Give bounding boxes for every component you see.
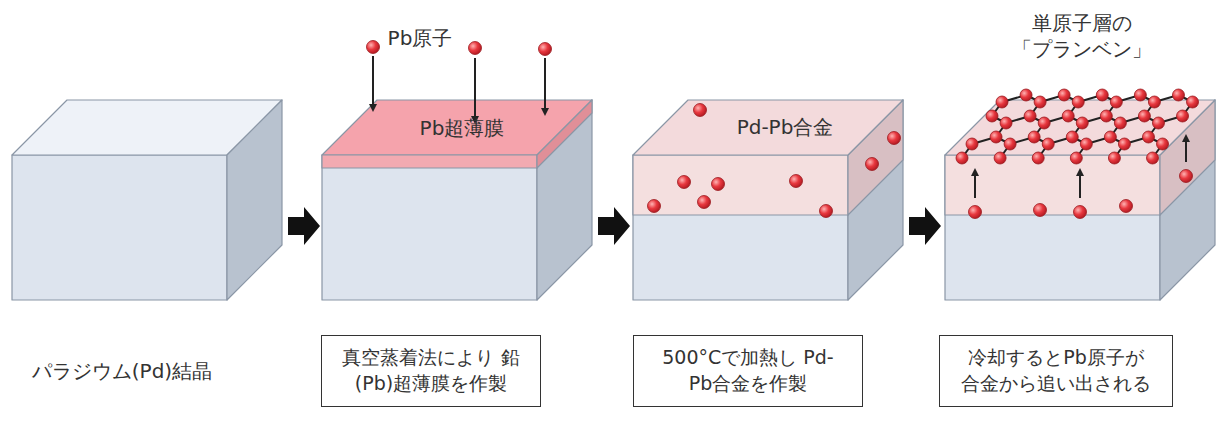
- lattice-atom: [1024, 110, 1036, 122]
- lattice-atom: [1070, 152, 1082, 164]
- lattice-atom: [1034, 96, 1046, 108]
- lattice-atom: [956, 152, 968, 164]
- lattice-atom: [1028, 131, 1040, 143]
- plumbene-lattice: [956, 89, 1199, 164]
- lattice-atom: [1157, 138, 1169, 150]
- step-description: 500°Cで加熱し Pd-Pb合金を作製: [641, 345, 855, 396]
- lattice-atom: [1114, 117, 1126, 129]
- lattice-atom: [1076, 117, 1088, 129]
- lattice-atom: [1032, 152, 1044, 164]
- lattice-atom: [1147, 152, 1159, 164]
- process-box: 500°Cで加熱し Pd-Pb合金を作製: [633, 335, 863, 407]
- lattice-atom: [1118, 138, 1130, 150]
- step-arrow: [288, 207, 941, 245]
- lattice-atom: [966, 138, 978, 150]
- atom-label: Pb原子: [388, 25, 453, 51]
- alloy-cube: [633, 100, 903, 300]
- plumbene-label: 単原子層の 「プランベン」: [1002, 10, 1162, 62]
- lattice-atom: [1134, 89, 1146, 101]
- lattice-atom: [1000, 117, 1012, 129]
- lattice-atom: [1110, 96, 1122, 108]
- alloy-label: Pd-Pb合金: [737, 114, 834, 140]
- lattice-atom: [1004, 138, 1016, 150]
- lattice-atom: [1187, 96, 1199, 108]
- lattice-atom: [1072, 96, 1084, 108]
- lattice-atom: [1100, 110, 1112, 122]
- process-box: 真空蒸着法により 鉛(Pb)超薄膜を作製: [321, 335, 541, 407]
- lattice-atom: [994, 152, 1006, 164]
- lattice-atom: [1058, 89, 1070, 101]
- step-description: 冷却するとPb原子が 合金から追い出される: [947, 345, 1165, 396]
- step-description: 真空蒸着法により 鉛(Pb)超薄膜を作製: [329, 345, 533, 396]
- lattice-atom: [1066, 131, 1078, 143]
- lattice-atom: [1177, 110, 1189, 122]
- lattice-atom: [1042, 138, 1054, 150]
- pb-film-cube: [322, 100, 592, 300]
- lattice-atom: [1096, 89, 1108, 101]
- lattice-atom: [996, 96, 1008, 108]
- lattice-atom: [1142, 131, 1154, 143]
- segregation-arrow: [975, 136, 1186, 198]
- lattice-atom: [986, 110, 998, 122]
- pd-crystal-cube: [12, 100, 282, 300]
- lattice-atom: [1038, 117, 1050, 129]
- lattice-atom: [990, 131, 1002, 143]
- lattice-atom: [1148, 96, 1160, 108]
- lattice-atom: [1152, 117, 1164, 129]
- lattice-atom: [1020, 89, 1032, 101]
- plumbene-cube: [945, 100, 1215, 300]
- lattice-atom: [1108, 152, 1120, 164]
- lattice-atom: [1080, 138, 1092, 150]
- lattice-atom: [1062, 110, 1074, 122]
- deposition-arrow: [373, 56, 545, 122]
- film-label: Pb超薄膜: [420, 115, 505, 141]
- lattice-atom: [1104, 131, 1116, 143]
- crystal-caption: パラジウム(Pd)結晶: [32, 358, 212, 384]
- pb-atom: [367, 41, 1193, 219]
- lattice-atom: [1172, 89, 1184, 101]
- lattice-atom: [1138, 110, 1150, 122]
- process-box: 冷却するとPb原子が 合金から追い出される: [939, 335, 1173, 407]
